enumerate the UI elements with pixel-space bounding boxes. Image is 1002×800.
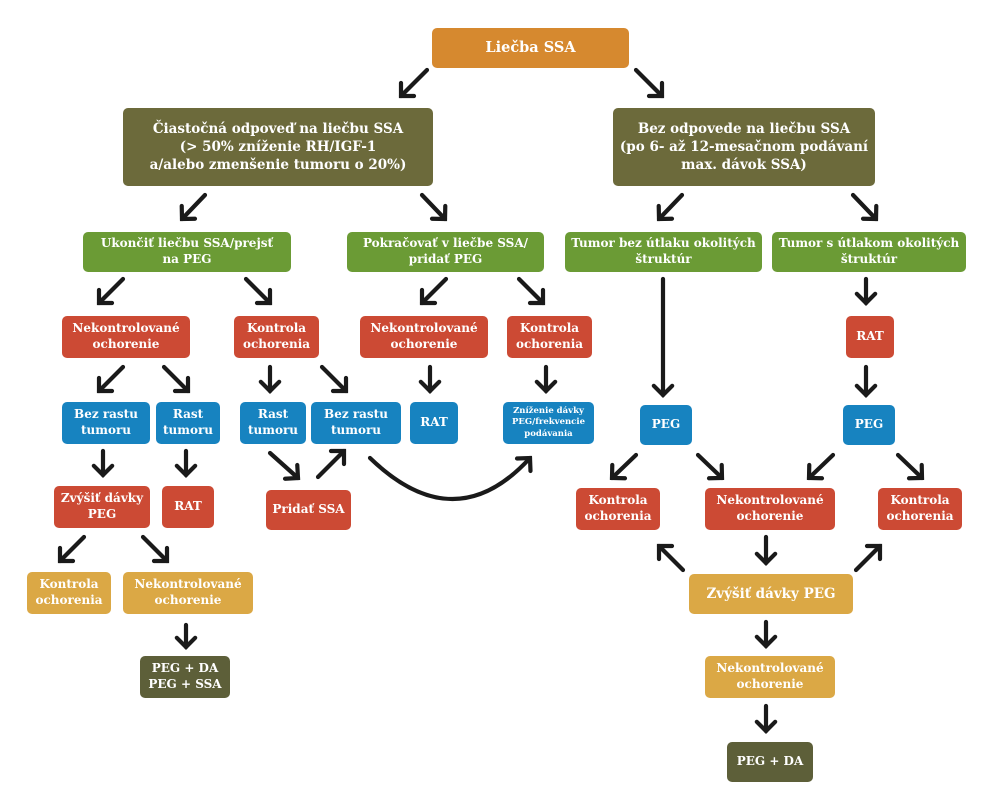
connector-arrow [57,534,87,564]
node-tumor-no-compression: Tumor bez útlaku okolitých štruktúr [565,232,762,272]
connector-arrow [854,276,878,306]
node-control-right-2: Kontrola ochorenia [878,488,962,530]
connector-arrow [267,450,301,481]
connector-arrow [695,452,725,481]
node-peg-da-ssa: PEG + DA PEG + SSA [140,656,230,698]
node-uncontrolled-final: Nekontrolované ochorenie [123,572,253,614]
node-growth-1: Rast tumoru [156,402,220,444]
connector-arrow [418,364,442,394]
connector-arrow [315,448,347,480]
connector-arrow [850,192,879,222]
node-peg-1: PEG [640,405,692,445]
connector-arrow [174,622,198,650]
connector-arrow [419,276,449,306]
connector-arrow [140,534,170,564]
connector-arrow [516,276,546,306]
connector-arrow [258,364,282,394]
node-uncontrolled-1: Nekontrolované ochorenie [62,316,190,358]
node-uncontrolled-right: Nekontrolované ochorenie [705,488,835,530]
connector-arrow [174,448,198,478]
node-no-response: Bez odpovede na liečbu SSA (po 6- až 12-… [613,108,875,186]
connector-arrow [806,452,836,481]
connector-arrow [853,543,883,573]
node-continue-ssa: Pokračovať v liečbe SSA/ pridať PEG [347,232,544,272]
connector-arrow [179,192,208,222]
node-stop-ssa: Ukončiť liečbu SSA/prejsť na PEG [83,232,291,272]
connector-arrow [319,364,349,394]
node-control-1: Kontrola ochorenia [234,316,319,358]
node-uncontrolled-2: Nekontrolované ochorenie [360,316,488,358]
node-no-growth-2: Bez rastu tumoru [311,402,401,444]
connector-arrow [754,703,778,734]
connector-arrow [633,67,665,99]
connector-arrow [243,276,273,306]
node-add-ssa: Pridať SSA [266,490,351,530]
connector-arrow [398,67,430,99]
connector-arrow [534,364,558,394]
connector-arrow [895,452,925,481]
connector-arrow [854,364,878,398]
node-increase-peg-2: Zvýšiť dávky PEG [689,574,853,614]
connector-arrow [656,543,686,573]
connector-arrow [754,534,778,566]
connector-arrow [96,364,126,394]
node-tumor-compression: Tumor s útlakom okolitých štruktúr [772,232,966,272]
node-root: Liečba SSA [432,28,629,68]
node-control-2: Kontrola ochorenia [507,316,592,358]
connector-arrow [656,192,685,222]
node-peg-da: PEG + DA [727,742,813,782]
node-growth-2: Rast tumoru [240,402,306,444]
connector-arrow [161,364,191,394]
node-no-growth-1: Bez rastu tumoru [62,402,150,444]
connector-arrow [754,619,778,649]
connector-arrow [609,452,639,481]
node-partial-response: Čiastočná odpoveď na liečbu SSA (> 50% z… [123,108,433,186]
connector-arrow [91,448,115,478]
node-rat-growth-1: RAT [162,486,214,528]
node-peg-2: PEG [843,405,895,445]
node-control-right-1: Kontrola ochorenia [576,488,660,530]
node-reduce-peg: Zníženie dávky PEG/frekvencie podávania [503,402,594,444]
connector-arrow [96,276,126,306]
connector-arrow [419,192,448,222]
node-uncontrolled-final-2: Nekontrolované ochorenie [705,656,835,698]
curved-connector-arrow [367,455,533,501]
connector-arrow [651,276,675,398]
node-increase-peg-1: Zvýšiť dávky PEG [54,486,150,528]
node-rat-uncontrolled-2: RAT [410,402,458,444]
node-rat-compression: RAT [846,316,894,358]
node-control-final: Kontrola ochorenia [27,572,111,614]
